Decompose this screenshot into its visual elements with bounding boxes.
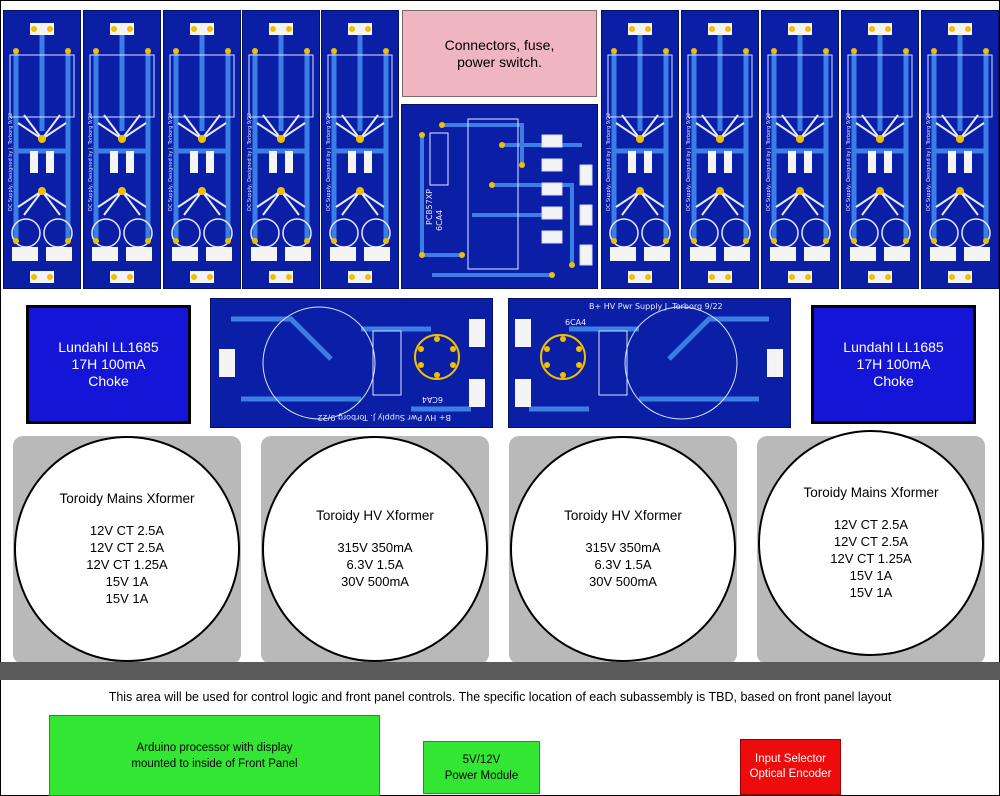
transformer-spec: 6.3V 1.5A bbox=[594, 557, 652, 572]
transformer-spec: 15V 1A bbox=[105, 574, 149, 589]
hv-power-supply-pcb-left: 6CA4 B+ HV Pwr Supply J. Torborg 9/22 bbox=[210, 298, 493, 428]
choke-left: Lundahl LL1685 17H 100mA Choke bbox=[26, 305, 191, 424]
power-module-box: 5V/12V Power Module bbox=[423, 741, 540, 794]
dc-supply-pcb: DC Supply, Designed by J. Torborg 9/22 bbox=[601, 10, 679, 289]
dc-supply-pcb: DC Supply, Designed by J. Torborg 9/22 bbox=[681, 10, 759, 289]
hv-power-supply-pcb-right: 6CA4 B+ HV Pwr Supply J. Torborg 9/22 bbox=[508, 298, 791, 428]
transformer-title: Toroidy HV Xformer bbox=[316, 508, 434, 523]
hv-left-silk-label: B+ HV Pwr Supply J. Torborg 9/22 bbox=[317, 413, 451, 422]
hv-right-silk-label: B+ HV Pwr Supply J. Torborg 9/22 bbox=[589, 302, 723, 311]
dc-supply-silk-label: DC Supply, Designed by J. Torborg 9/22 bbox=[766, 113, 772, 211]
relay-chip-label: PC857XP bbox=[425, 189, 434, 225]
connectors-fuse-switch-box: Connectors, fuse, power switch. bbox=[402, 10, 597, 97]
dc-supply-silk-label: DC Supply, Designed by J. Torborg 9/22 bbox=[846, 113, 852, 211]
dc-supply-pcb: DC Supply, Designed by J. Torborg 9/22 bbox=[841, 10, 919, 289]
relay-tube-label: 6CA4 bbox=[435, 210, 444, 231]
chassis-divider-bar bbox=[0, 662, 1000, 680]
dc-supply-silk-label: DC Supply, Designed by J. Torborg 9/22 bbox=[686, 113, 692, 211]
transformer-2: Toroidy HV Xformer 315V 350mA 6.3V 1.5A … bbox=[262, 436, 488, 662]
dc-supply-pcb: DC Supply, Designed by J. Torborg 9/22 bbox=[761, 10, 839, 289]
transformer-4: Toroidy Mains Xformer 12V CT 2.5A 12V CT… bbox=[758, 430, 984, 656]
transformer-3: Toroidy HV Xformer 315V 350mA 6.3V 1.5A … bbox=[510, 436, 736, 662]
transformer-spec: 15V 1A bbox=[849, 585, 893, 600]
transformer-spec: 30V 500mA bbox=[341, 574, 409, 589]
transformer-spec: 12V CT 2.5A bbox=[833, 534, 909, 549]
dc-supply-silk-label: DC Supply, Designed by J. Torborg 9/22 bbox=[247, 113, 253, 211]
dc-supply-silk-label: DC Supply, Designed by J. Torborg 9/22 bbox=[326, 113, 332, 211]
transformer-spec: 15V 1A bbox=[105, 591, 149, 606]
hv-right-tube-label: 6CA4 bbox=[565, 318, 586, 327]
dc-supply-silk-label: DC Supply, Designed by J. Torborg 9/22 bbox=[8, 113, 14, 211]
transformer-spec: 12V CT 1.25A bbox=[86, 557, 168, 572]
transformer-spec: 12V CT 2.5A bbox=[89, 540, 165, 555]
dc-supply-pcb: DC Supply, Designed by J. Torborg 9/22 bbox=[321, 10, 399, 289]
choke-right: Lundahl LL1685 17H 100mA Choke bbox=[811, 305, 976, 424]
transformer-title: Toroidy Mains Xformer bbox=[59, 491, 195, 506]
dc-supply-pcb: DC Supply, Designed by J. Torborg 9/22 bbox=[242, 10, 320, 289]
dc-supply-pcb: DC Supply, Designed by J. Torborg 9/22 bbox=[921, 10, 999, 289]
transformer-spec: 30V 500mA bbox=[589, 574, 657, 589]
transformer-spec: 12V CT 1.25A bbox=[830, 551, 912, 566]
arduino-processor-box: Arduino processor with display mounted t… bbox=[49, 715, 380, 796]
hv-left-tube-label: 6CA4 bbox=[422, 395, 443, 404]
relay-control-pcb: PC857XP 6CA4 bbox=[401, 104, 598, 289]
transformer-spec: 15V 1A bbox=[849, 568, 893, 583]
transformer-title: Toroidy HV Xformer bbox=[564, 508, 682, 523]
dc-supply-pcb: DC Supply, Designed by J. Torborg 9/22 bbox=[83, 10, 161, 289]
dc-supply-pcb: DC Supply, Designed by J. Torborg 9/22 bbox=[3, 10, 81, 289]
control-area-note: This area will be used for control logic… bbox=[108, 690, 892, 704]
transformer-spec: 12V CT 2.5A bbox=[89, 523, 165, 538]
transformer-spec: 315V 350mA bbox=[585, 540, 661, 555]
hv-pcb-right-artwork: 6CA4 B+ HV Pwr Supply J. Torborg 9/22 bbox=[515, 302, 783, 420]
dc-supply-silk-label: DC Supply, Designed by J. Torborg 9/22 bbox=[168, 113, 174, 211]
hv-pcb-left-artwork: 6CA4 B+ HV Pwr Supply J. Torborg 9/22 bbox=[219, 306, 485, 422]
transformer-spec: 315V 350mA bbox=[337, 540, 413, 555]
dc-supply-silk-label: DC Supply, Designed by J. Torborg 9/22 bbox=[926, 113, 932, 211]
transformer-spec: 12V CT 2.5A bbox=[833, 517, 909, 532]
transformer-spec: 6.3V 1.5A bbox=[346, 557, 404, 572]
dc-supply-silk-label: DC Supply, Designed by J. Torborg 9/22 bbox=[88, 113, 94, 211]
transformer-1: Toroidy Mains Xformer 12V CT 2.5A 12V CT… bbox=[14, 436, 240, 662]
dc-supply-pcb: DC Supply, Designed by J. Torborg 9/22 bbox=[163, 10, 241, 289]
transformer-title: Toroidy Mains Xformer bbox=[803, 485, 939, 500]
dc-supply-silk-label: DC Supply, Designed by J. Torborg 9/22 bbox=[606, 113, 612, 211]
input-selector-encoder-box: Input Selector Optical Encoder bbox=[740, 739, 841, 795]
relay-pcb-artwork: PC857XP 6CA4 bbox=[419, 118, 593, 278]
